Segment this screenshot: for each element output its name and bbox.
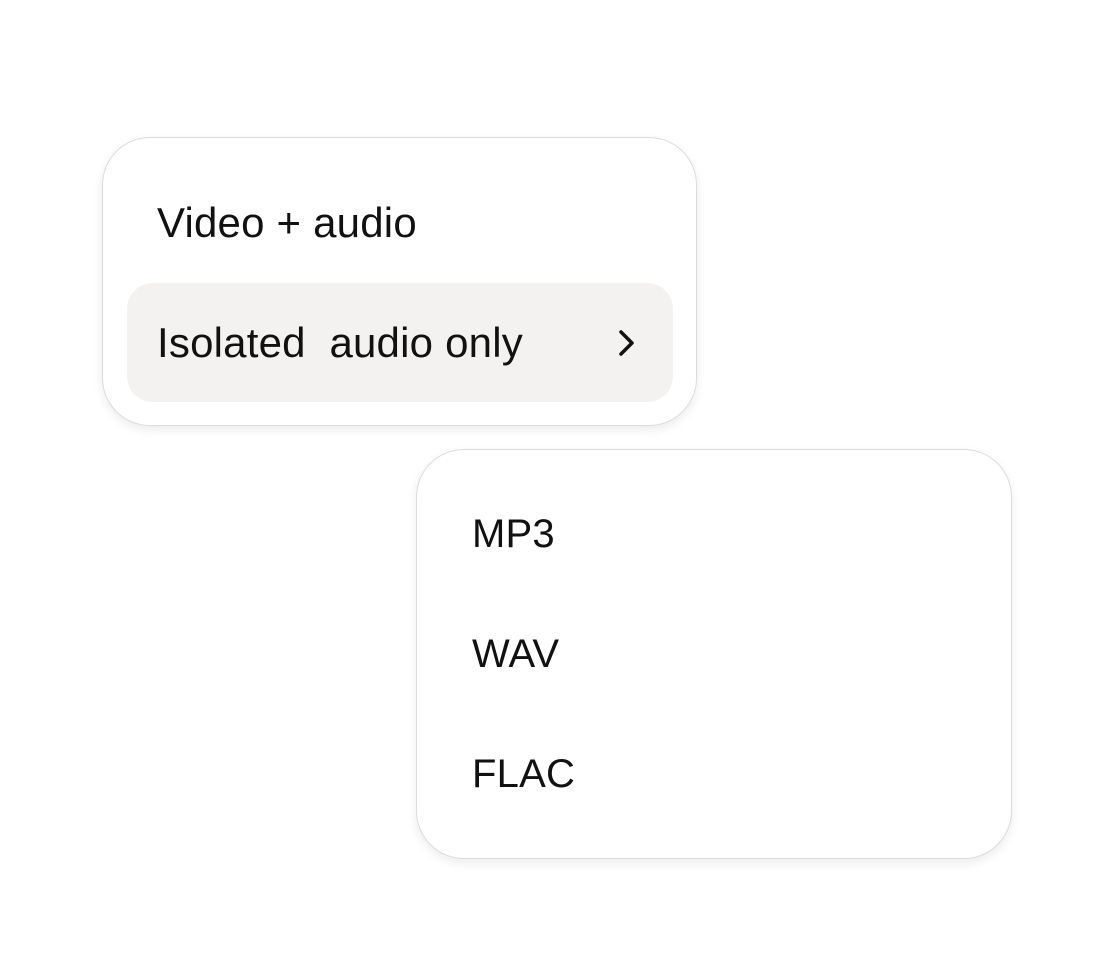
menu-item-label: Isolated audio only <box>157 318 523 366</box>
menu-item-wav[interactable]: WAV <box>441 595 988 713</box>
chevron-right-icon <box>615 327 639 359</box>
menu-item-label: MP3 <box>472 511 555 556</box>
menu-item-label: WAV <box>472 631 560 676</box>
menu-item-label: FLAC <box>472 751 576 796</box>
menu-item-video-audio[interactable]: Video + audio <box>127 164 673 282</box>
audio-format-submenu: MP3 WAV FLAC <box>416 449 1012 859</box>
export-type-menu: Video + audio Isolated audio only <box>102 137 697 426</box>
menu-item-flac[interactable]: FLAC <box>441 715 988 833</box>
menu-item-mp3[interactable]: MP3 <box>441 475 988 593</box>
menu-item-isolated-audio-only[interactable]: Isolated audio only <box>127 283 673 402</box>
menu-item-label: Video + audio <box>157 199 417 246</box>
